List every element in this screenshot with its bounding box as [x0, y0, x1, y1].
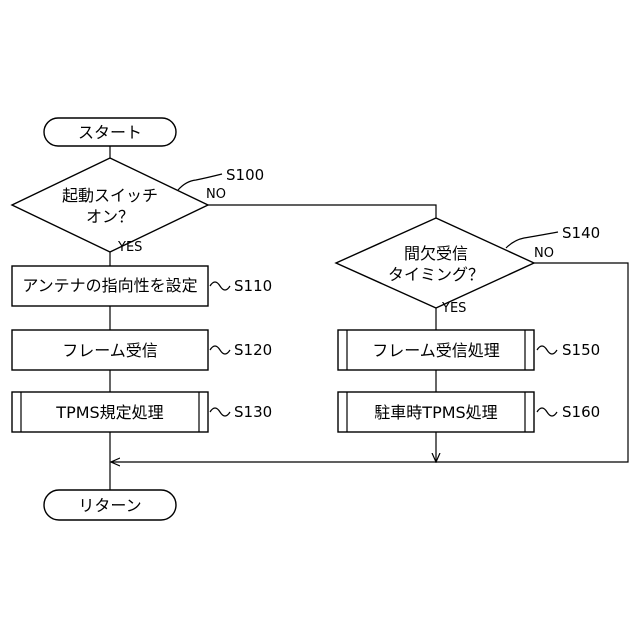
- decision-s100-line2: オン？: [86, 207, 134, 226]
- process-s150-label: フレーム受信処理: [372, 341, 500, 360]
- end-label: リターン: [78, 496, 141, 515]
- start-label: スタート: [78, 123, 142, 142]
- start-terminator: スタート: [44, 118, 176, 146]
- process-s110: アンテナの指向性を設定 S110: [12, 266, 272, 306]
- decision-s100-line1: 起動スイッチ: [62, 186, 158, 205]
- step-label-s150: S150: [562, 341, 600, 359]
- process-s160: 駐車時TPMS処理 S160: [338, 392, 600, 432]
- process-s110-label: アンテナの指向性を設定: [22, 276, 197, 295]
- step-label-s130: S130: [234, 403, 272, 421]
- decision-s140: 間欠受信 タイミング？ YES NO S140: [336, 218, 600, 316]
- step-label-s100: S100: [226, 166, 264, 184]
- s110-leader: [210, 282, 230, 290]
- process-s120-label: フレーム受信: [62, 341, 158, 360]
- process-s150: フレーム受信処理 S150: [338, 330, 600, 370]
- s160-leader: [537, 408, 557, 416]
- decision-s140-yes-label: YES: [441, 301, 466, 316]
- decision-s140-line2: タイミング？: [388, 265, 484, 284]
- process-s160-label: 駐車時TPMS処理: [374, 403, 497, 422]
- process-s130: TPMS規定処理 S130: [12, 392, 272, 432]
- process-s130-label: TPMS規定処理: [55, 403, 163, 422]
- decision-s100-yes-label: YES: [117, 240, 142, 255]
- s120-leader: [210, 346, 230, 354]
- s150-leader: [537, 346, 557, 354]
- decision-s140-line1: 間欠受信: [404, 244, 468, 263]
- decision-s100: 起動スイッチ オン？ YES NO S100: [12, 158, 264, 255]
- step-label-s140: S140: [562, 224, 600, 242]
- s130-leader: [210, 408, 230, 416]
- step-label-s120: S120: [234, 341, 272, 359]
- step-label-s110: S110: [234, 277, 272, 295]
- process-s120: フレーム受信 S120: [12, 330, 272, 370]
- step-label-s160: S160: [562, 403, 600, 421]
- decision-s140-no-label: NO: [534, 246, 554, 261]
- end-terminator: リターン: [44, 490, 176, 520]
- decision-s100-no-label: NO: [206, 187, 226, 202]
